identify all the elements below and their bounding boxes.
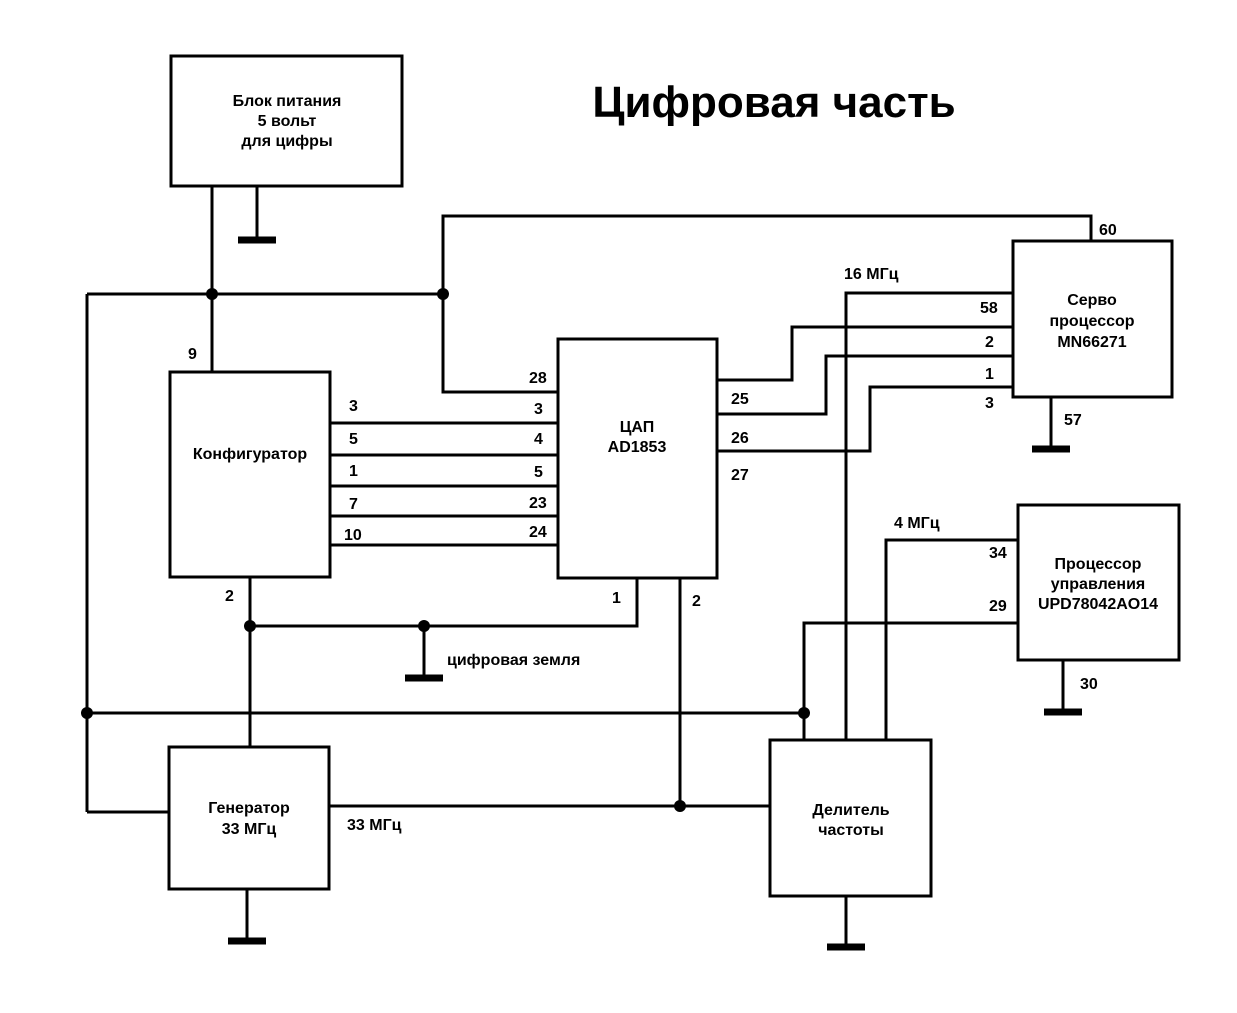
pin-label: 3: [349, 398, 358, 415]
pin-label: 2: [692, 593, 701, 610]
wire-dac26-servo2: [717, 354, 1013, 416]
junction-dot: [798, 707, 810, 719]
pin-label: 3: [985, 395, 994, 412]
wire-ctrl29: [802, 621, 1018, 740]
frequency-label-33mhz: 33 МГц: [347, 817, 402, 834]
frequency-divider-block: Делитель частоты: [768, 738, 933, 898]
servo-line-1: Серво: [1067, 292, 1117, 309]
pin-label: 9: [188, 346, 197, 363]
wire-dac27-servo1: [717, 385, 1013, 453]
pin-label: 2: [985, 334, 994, 351]
pin-label: 5: [534, 464, 543, 481]
pin-label: 2: [225, 588, 234, 605]
pin-label: 5: [349, 431, 358, 448]
configurator-block: Конфигуратор: [168, 370, 332, 579]
junction-dot: [418, 620, 430, 632]
dac-line-1: ЦАП: [620, 419, 655, 436]
power-line-3: для цифры: [241, 133, 332, 150]
divider-line-1: Делитель: [812, 802, 889, 819]
control-processor-block: Процессор управления UPD78042AO14: [1016, 503, 1181, 662]
pin-label: 1: [985, 366, 994, 383]
pin-label: 4: [534, 431, 543, 448]
power-line-1: Блок питания: [233, 93, 342, 110]
pin-label: 58: [980, 300, 998, 317]
servo-line-3: MN66271: [1057, 334, 1126, 351]
wire-digital-ground: [250, 578, 639, 628]
junction-dot: [81, 707, 93, 719]
pin-label: 25: [731, 391, 749, 408]
pin-label: 34: [989, 545, 1007, 562]
junctions: [81, 288, 810, 812]
dac-line-2: AD1853: [608, 439, 667, 456]
pin-label: 60: [1099, 222, 1117, 239]
frequency-label-4mhz: 4 МГц: [894, 515, 940, 532]
pin-label: 1: [612, 590, 621, 607]
pin-label: 26: [731, 430, 749, 447]
servo-processor-block: Серво процессор MN66271: [1011, 239, 1174, 399]
servo-line-2: процессор: [1049, 313, 1134, 330]
generator-line-1: Генератор: [208, 800, 290, 817]
frequency-label-16mhz: 16 МГц: [844, 266, 899, 283]
junction-dot: [674, 800, 686, 812]
pin-label: 1: [349, 463, 358, 480]
pin-label: 27: [731, 467, 749, 484]
generator-block: Генератор 33 МГц: [167, 745, 331, 891]
junction-dot: [244, 620, 256, 632]
wires: [85, 186, 1093, 947]
diagram-title: Цифровая часть: [592, 78, 955, 127]
junction-dot: [206, 288, 218, 300]
pin-label: 23: [529, 495, 547, 512]
generator-line-2: 33 МГц: [222, 821, 277, 838]
pin-label: 28: [529, 370, 547, 387]
wire-16mhz: [844, 291, 1013, 740]
wire-4mhz: [884, 538, 1018, 740]
pin-label: 10: [344, 527, 362, 544]
digital-ground-label: цифровая земля: [447, 652, 580, 669]
divider-line-2: частоты: [818, 822, 884, 839]
pin-label: 24: [529, 524, 547, 541]
pin-label: 30: [1080, 676, 1098, 693]
control-line-2: управления: [1051, 576, 1146, 593]
ground-symbols: [228, 236, 1082, 951]
pin-label: 7: [349, 496, 358, 513]
junction-dot: [437, 288, 449, 300]
power-supply-block: Блок питания 5 вольт для цифры: [169, 54, 404, 188]
control-line-3: UPD78042AO14: [1038, 596, 1158, 613]
power-line-2: 5 вольт: [258, 113, 317, 130]
control-line-1: Процессор: [1055, 556, 1142, 573]
configurator-label: Конфигуратор: [193, 446, 307, 463]
dac-block: ЦАП AD1853: [556, 337, 719, 580]
pin-label: 29: [989, 598, 1007, 615]
pin-labels: 9 3 5 1 7 10 2 28 3 4 5 23 24 25 26 27 1…: [188, 222, 1117, 834]
wire-to-servo-60: [441, 214, 1093, 294]
pin-label: 57: [1064, 412, 1082, 429]
wire-dac25-servo58: [717, 325, 1013, 382]
pin-label: 3: [534, 401, 543, 418]
wire-to-dac-28: [441, 294, 558, 394]
